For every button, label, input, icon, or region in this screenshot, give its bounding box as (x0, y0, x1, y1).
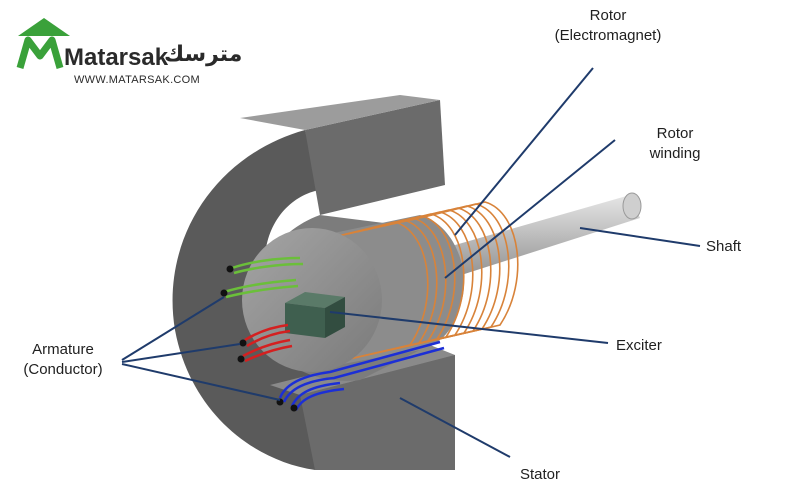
leader-armature-1 (121, 296, 225, 361)
red-conductor-end (239, 339, 247, 347)
stator-upper-top (240, 95, 440, 130)
stator-lower-block (300, 355, 455, 470)
winding-coil (401, 205, 501, 345)
winding-coil (356, 215, 456, 355)
green-conductor-end (220, 289, 228, 297)
winding-coil (392, 207, 492, 347)
logo-url: WWW.MATARSAK.COM (74, 74, 200, 86)
leader-armature-3 (121, 363, 281, 401)
green-conductor-end (226, 265, 234, 273)
label-shaft: Shaft (706, 238, 742, 255)
winding-coil (338, 219, 438, 359)
winding-coil (410, 203, 510, 343)
blue-conductors (278, 340, 445, 411)
rotor-winding (329, 201, 519, 361)
leader-rotor (454, 67, 594, 236)
leader-stator (399, 397, 511, 458)
exciter-side (325, 297, 345, 338)
label-rotor-subtitle: (Electromagnet) (554, 27, 662, 44)
label-exciter: Exciter (616, 337, 662, 354)
logo-wordmark: Matarsak (64, 44, 169, 71)
winding-coil (347, 217, 447, 357)
label-rotor-winding-line1: Rotor (656, 125, 694, 142)
label-rotor: Rotor (Electromagnet) (548, 6, 668, 46)
blue-conductor-end (290, 404, 298, 412)
leader-lines (121, 67, 701, 458)
shaft-end (622, 192, 642, 220)
label-armature-title: Armature (32, 341, 94, 358)
winding-coil (383, 209, 483, 349)
label-rotor-winding: Rotor winding (640, 124, 710, 164)
red-conductors (242, 323, 293, 363)
leader-armature-2 (121, 343, 241, 363)
winding-coil (329, 221, 429, 361)
label-armature-subtitle: (Conductor) (23, 361, 103, 378)
house-logo-icon (16, 18, 70, 69)
shaft-body (420, 195, 640, 285)
label-rotor-winding-line2: winding (649, 145, 701, 162)
shaft (420, 192, 642, 285)
label-rotor-title: Rotor (589, 7, 627, 24)
leader-exciter (329, 311, 609, 344)
matarsak-logo: Matarsak مترسك WWW.MATARSAK.COM (14, 16, 242, 86)
leader-shaft (579, 227, 701, 247)
label-armature: Armature (Conductor) (8, 340, 118, 380)
stator-upper-block (305, 100, 445, 215)
leader-rotor-winding (444, 139, 616, 279)
exciter-top (285, 292, 345, 308)
winding-coil (419, 201, 519, 341)
exciter (285, 292, 345, 338)
red-conductor-end (237, 355, 245, 363)
green-conductors (223, 256, 304, 299)
exciter-front (285, 303, 325, 338)
armature-conductors (220, 256, 445, 412)
label-stator: Stator (520, 466, 561, 483)
logo-arabic-wordmark: مترسك (164, 42, 243, 67)
